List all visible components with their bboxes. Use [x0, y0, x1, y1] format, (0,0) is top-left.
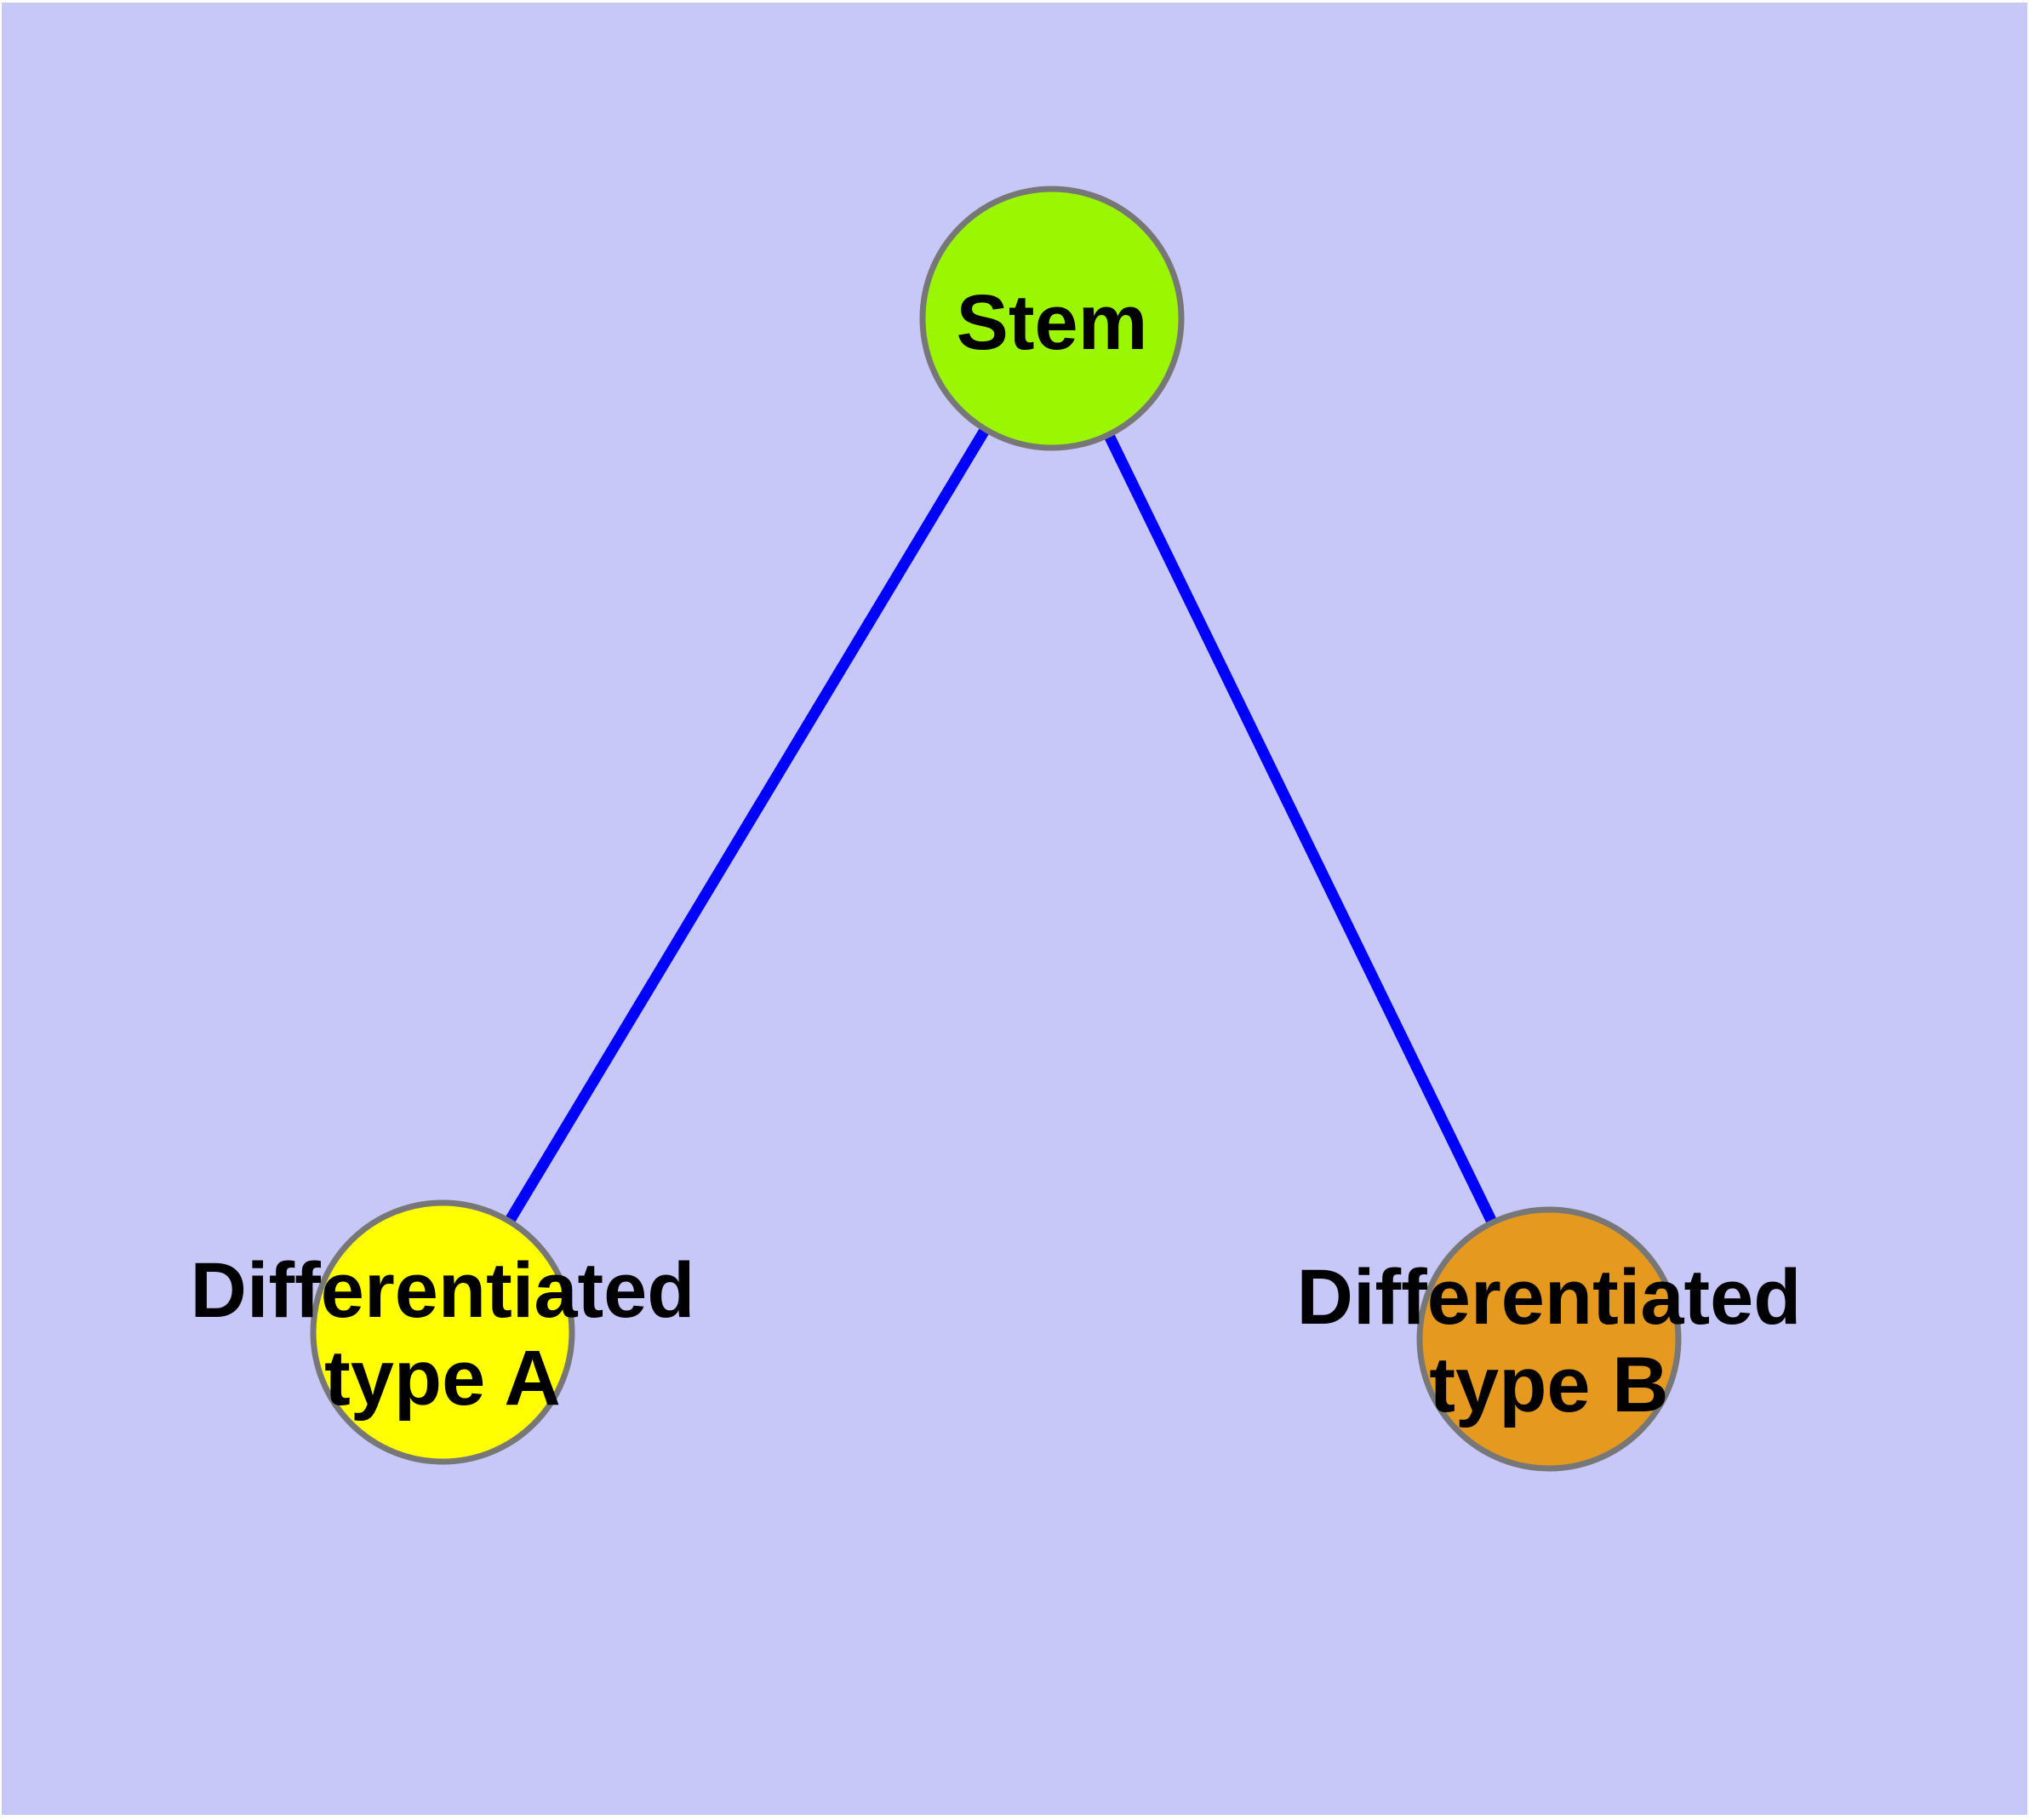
type-b-node-label-line1: Differentiated: [1297, 1254, 1802, 1341]
type-b-node: [1416, 1206, 1682, 1472]
type-a-node: [310, 1199, 575, 1465]
type-b-node-label-line2: type B: [1429, 1342, 1668, 1428]
type-a-node-label-line1: Differentiated: [191, 1247, 695, 1334]
edge-stem-to-type-a: [437, 315, 1057, 1336]
type-a-node-label-line2: type A: [324, 1335, 561, 1422]
stem-node-label: Stem: [957, 279, 1148, 366]
edge-stem-to-type-b: [1047, 316, 1554, 1342]
stem-node: [919, 186, 1185, 451]
